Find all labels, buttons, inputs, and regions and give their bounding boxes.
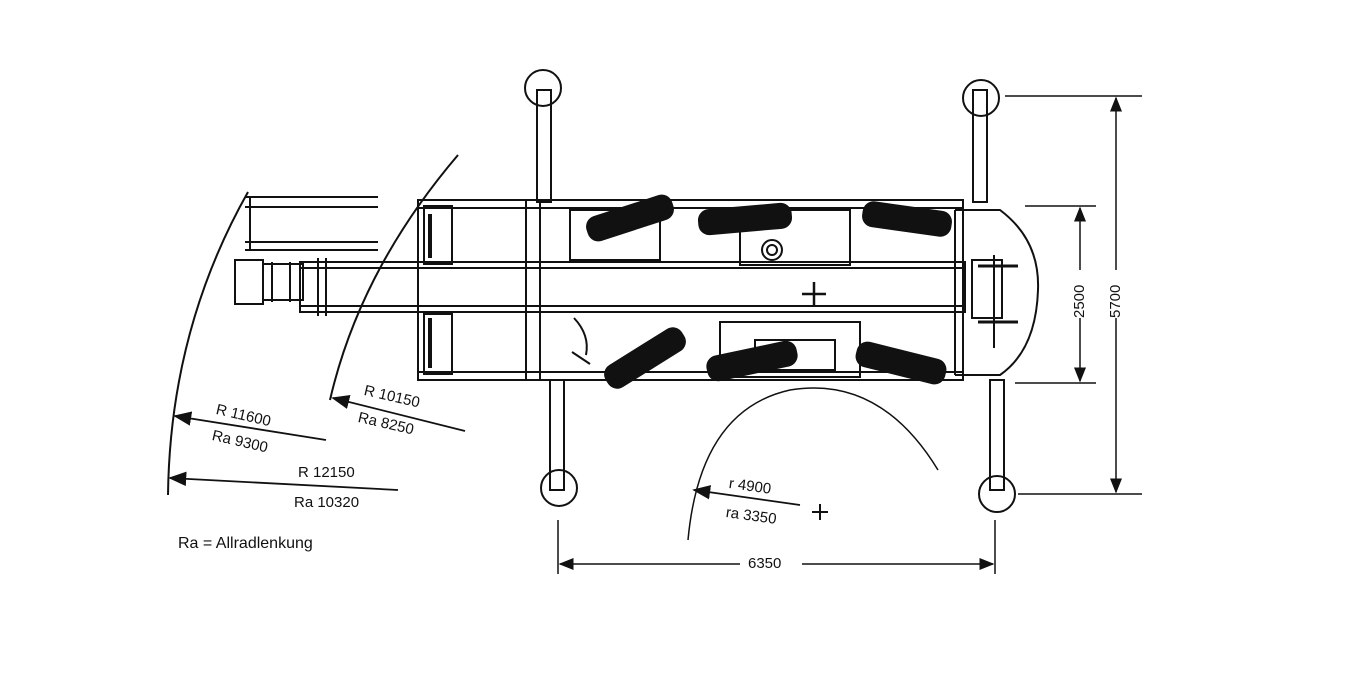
wheel <box>697 202 793 236</box>
legend-note: Ra = Allradlenkung <box>178 535 313 552</box>
radius-ra3-label: Ra 10320 <box>294 494 360 511</box>
wheel <box>855 341 947 385</box>
radius-leaders <box>168 394 801 506</box>
wheel <box>604 327 686 389</box>
dimension-6350-label: 6350 <box>748 555 782 572</box>
middle-turning-arc <box>329 154 459 401</box>
outriggers <box>524 69 1016 513</box>
inner-turning-arc <box>687 387 939 541</box>
dimension-2500-label: 2500 <box>1071 284 1088 318</box>
wheel <box>586 194 674 242</box>
dimension-lines <box>557 95 1142 574</box>
chassis <box>417 199 1040 381</box>
boom <box>234 196 966 316</box>
dimension-5700-label: 5700 <box>1107 284 1124 318</box>
wheels <box>586 194 952 389</box>
wheel <box>862 201 952 237</box>
radius-r3-label: R 12150 <box>298 464 355 481</box>
outer-turning-arc <box>167 191 249 496</box>
wheel <box>706 340 798 382</box>
